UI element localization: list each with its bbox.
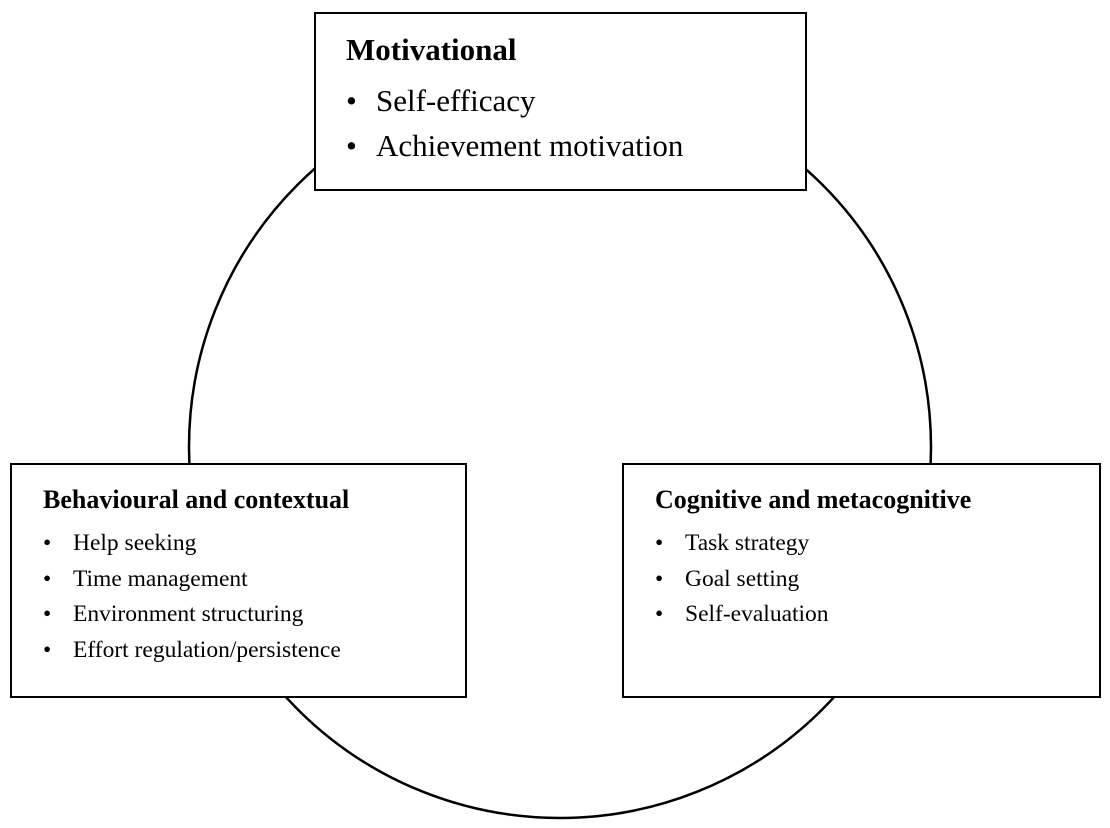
cognitive-title: Cognitive and metacognitive <box>655 485 972 514</box>
motivational-title: Motivational <box>346 32 517 67</box>
bullet-icon: • <box>43 636 52 663</box>
cognitive-list: •Task strategy •Goal setting •Self-evalu… <box>655 526 829 633</box>
bullet-icon: • <box>43 601 52 627</box>
list-item: •Help seeking <box>43 526 341 562</box>
bullet-icon: • <box>655 530 664 556</box>
motivational-box: Motivational •Self-efficacy •Achievement… <box>314 12 807 191</box>
list-item: •Environment structuring <box>43 597 341 633</box>
list-item: •Task strategy <box>655 526 829 562</box>
behavioural-title: Behavioural and contextual <box>43 485 350 514</box>
motivational-list: •Self-efficacy •Achievement motivation <box>346 78 683 168</box>
bullet-icon: • <box>655 601 664 627</box>
list-item: •Effort regulation/persistence <box>43 633 341 669</box>
behavioural-box: Behavioural and contextual •Help seeking… <box>10 463 467 698</box>
list-item: •Goal setting <box>655 562 829 598</box>
bullet-icon: • <box>43 565 52 592</box>
list-item: •Self-evaluation <box>655 597 829 633</box>
list-item: •Self-efficacy <box>346 78 683 123</box>
bullet-icon: • <box>346 128 357 163</box>
bullet-icon: • <box>655 565 664 592</box>
cognitive-box: Cognitive and metacognitive •Task strate… <box>622 463 1101 698</box>
bullet-icon: • <box>346 83 357 118</box>
list-item: •Time management <box>43 562 341 598</box>
list-item: •Achievement motivation <box>346 123 683 168</box>
bullet-icon: • <box>43 530 52 556</box>
behavioural-list: •Help seeking •Time management •Environm… <box>43 526 341 668</box>
